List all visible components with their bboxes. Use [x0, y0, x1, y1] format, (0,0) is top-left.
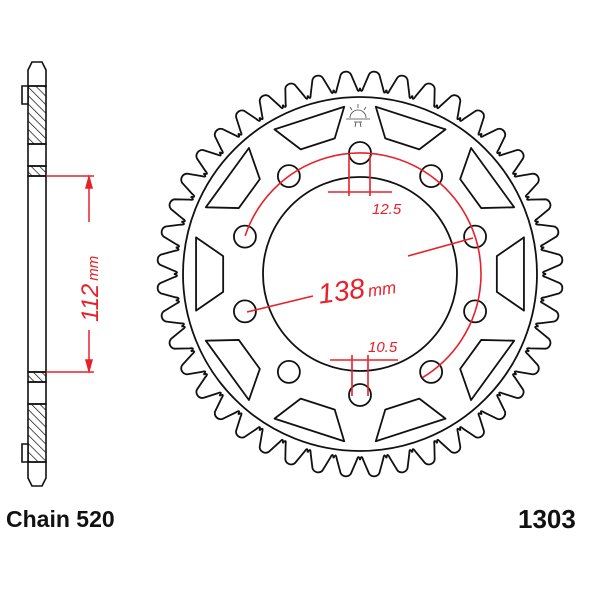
- sprocket-front-view: [156, 70, 564, 478]
- side-profile-view: [21, 61, 47, 487]
- dimension-112-value: 112 mm: [77, 256, 104, 322]
- side-hatch-top: [27, 85, 47, 145]
- side-bore: [27, 175, 47, 373]
- side-hatch-bottom: [27, 403, 47, 463]
- bolt-circle-arc: [244, 152, 482, 379]
- side-top-tooth: [27, 61, 47, 87]
- bolt-hole: [233, 299, 257, 324]
- chain-label: Chain 520: [6, 506, 115, 532]
- bolt-circle-unit: mm: [367, 278, 398, 301]
- bolt-hole: [276, 164, 301, 189]
- lightening-window: [374, 397, 447, 443]
- dimension-112-number: 112: [77, 284, 104, 322]
- bolt-hole: [463, 299, 487, 324]
- center-bore: [262, 176, 458, 372]
- front-dimensions: [244, 152, 482, 396]
- bolt-hole: [276, 359, 301, 384]
- bolt-circle-dimension-line-right: [407, 237, 474, 257]
- side-bottom-step: [21, 443, 29, 463]
- bolt-hole: [419, 164, 444, 189]
- brand-logo: [346, 104, 370, 128]
- logo-ray: [363, 106, 367, 111]
- side-hatch-hub-top: [27, 165, 47, 177]
- tooth-root-ring: [182, 96, 538, 452]
- lightening-window: [374, 105, 447, 151]
- sprocket-teeth-outline: [156, 70, 564, 478]
- slot-width-value: 10.5: [368, 339, 398, 356]
- side-bottom-tooth: [27, 461, 47, 487]
- side-top-step: [21, 85, 29, 105]
- logo-sun-arc: [349, 109, 367, 119]
- bolt-circle-dimension-line-left: [246, 295, 314, 313]
- lightening-window: [204, 147, 261, 209]
- side-web-bottom: [27, 381, 47, 405]
- bolt-hole: [463, 224, 487, 249]
- bolt-hole: [233, 224, 257, 249]
- side-web-top: [27, 143, 47, 167]
- bolt-circle-value: 138mm: [316, 268, 398, 310]
- lightening-window: [195, 236, 225, 312]
- part-number: 1303: [518, 504, 576, 534]
- lightening-window: [459, 147, 516, 209]
- bolt-hole: [419, 359, 444, 384]
- lightening-window: [204, 339, 261, 401]
- lightening-window: [459, 339, 516, 401]
- lightening-window: [273, 105, 346, 151]
- dimension-112-arrowhead-top: [85, 174, 93, 189]
- logo-glyph: [354, 121, 362, 128]
- logo-ray: [349, 106, 353, 111]
- dimension-112-arrowhead-bottom: [85, 359, 93, 374]
- dimension-112: [46, 174, 94, 374]
- bolt-hole-value: 12.5: [372, 201, 402, 218]
- side-hatch-hub-bottom: [27, 371, 47, 383]
- bolt-circle-number: 138: [316, 272, 367, 309]
- lightening-window: [273, 397, 346, 443]
- bolt-hole: [348, 383, 372, 407]
- lightening-window: [495, 236, 525, 312]
- dimension-112-unit: mm: [85, 256, 102, 281]
